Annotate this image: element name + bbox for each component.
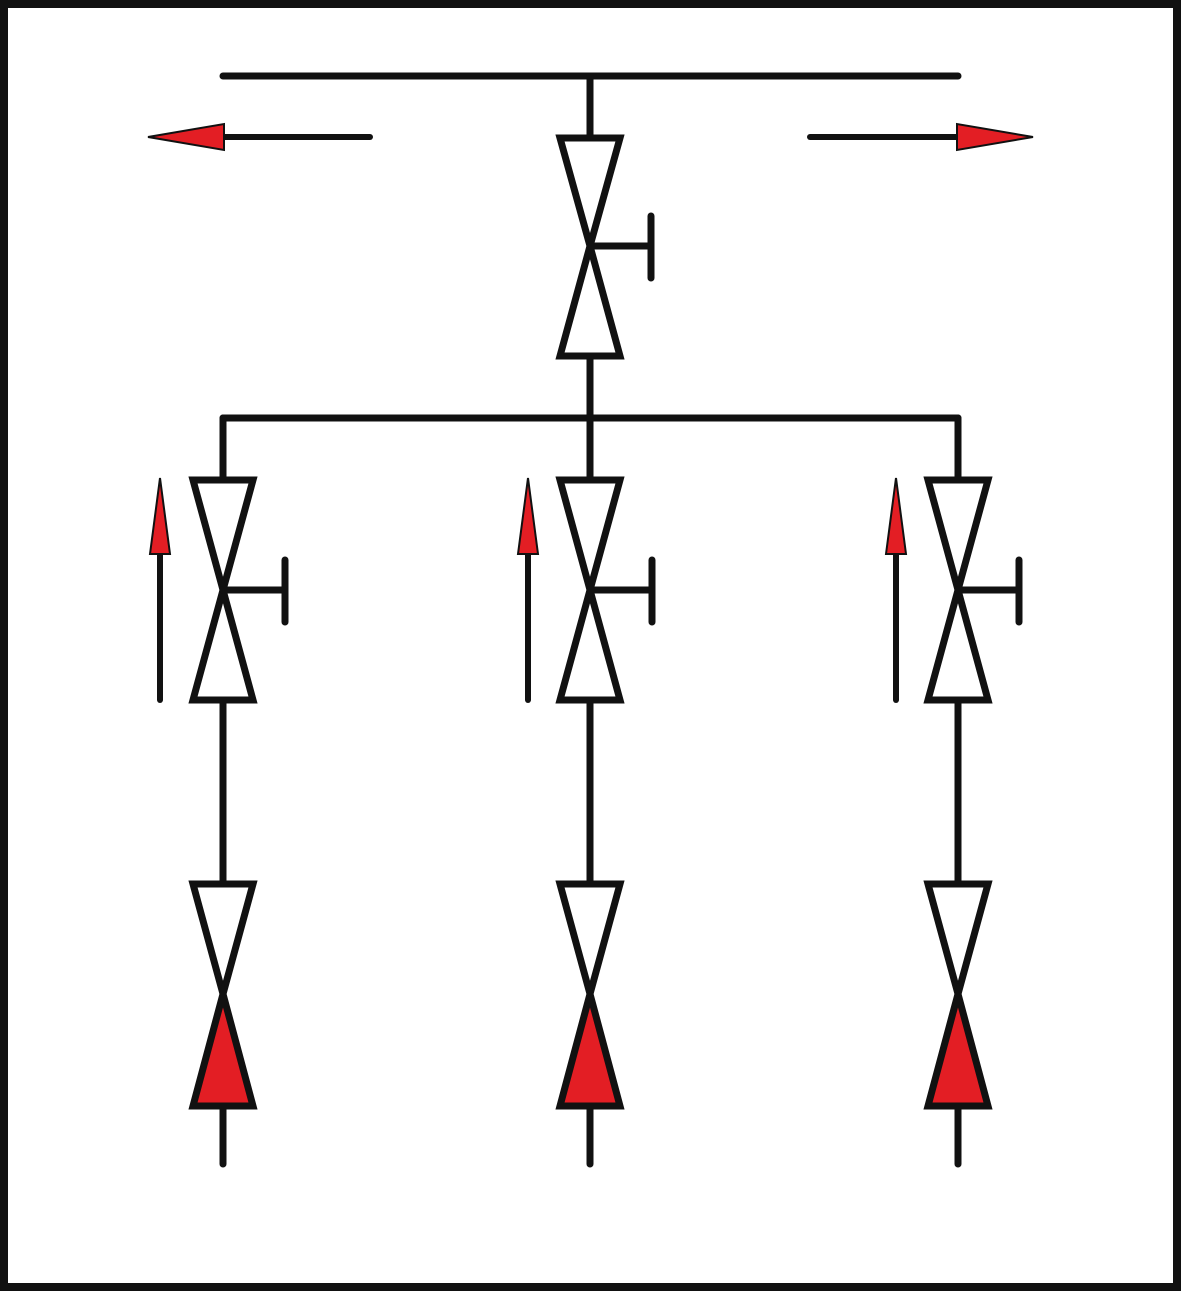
arrow-head-right — [956, 122, 1034, 152]
branch-3-check-valve — [923, 880, 993, 1110]
branch-2-flow-arrow-head — [516, 477, 540, 555]
branch-2 — [516, 414, 656, 1168]
outlet-arrow-left — [147, 122, 373, 152]
main-valve-top-triangle — [555, 134, 625, 260]
main-valve — [555, 134, 655, 360]
branch-1 — [148, 414, 289, 1168]
arrow-head-left — [147, 122, 225, 152]
branch-1-flow-arrow-head — [148, 477, 172, 555]
branch-3-handwheel-icon — [954, 556, 1023, 626]
branch-3-flow-arrow-head — [884, 477, 908, 555]
branch-3-flow-arrow — [884, 477, 908, 703]
branch-1-handwheel-icon — [219, 556, 289, 626]
branch-1-flow-arrow — [148, 477, 172, 703]
main-valve-handwheel-icon — [586, 212, 655, 282]
branch-2-handwheel-icon — [586, 556, 656, 626]
branch-2-flow-arrow — [516, 477, 540, 703]
outlet-arrow-right — [807, 122, 1034, 152]
branch-2-isolation-valve — [555, 476, 656, 704]
branch-3 — [884, 414, 1023, 1168]
